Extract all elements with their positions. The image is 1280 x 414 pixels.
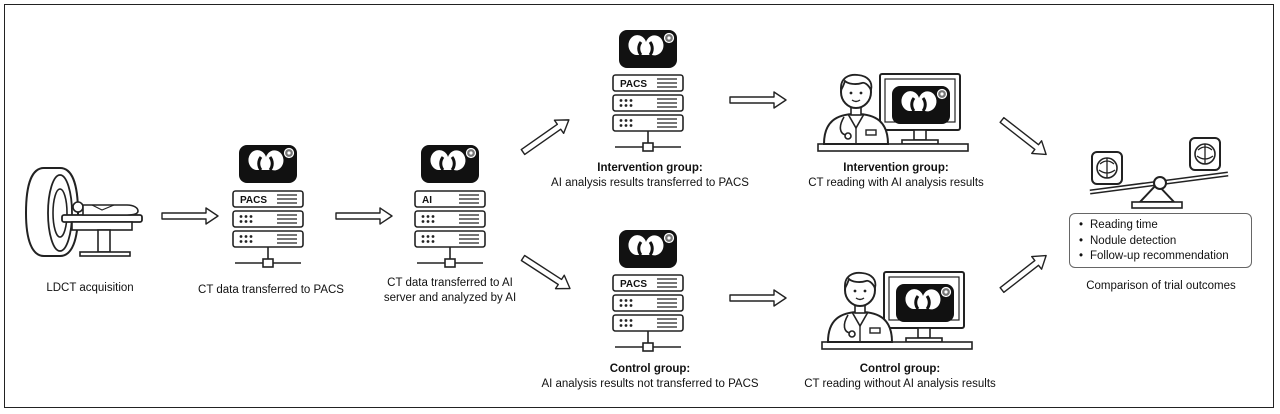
outcome-item: Nodule detection — [1079, 234, 1245, 250]
server-tag: PACS — [620, 79, 647, 90]
server-rack-icon — [612, 28, 684, 152]
ai-analysis-label: CT data transferred to AI server and ana… — [375, 276, 525, 306]
outcomes-box: Reading time Nodule detection Follow-up … — [1069, 213, 1252, 268]
control-reading-description: CT reading without AI analysis results — [804, 378, 996, 390]
intervention-reading-label: Intervention group: CT reading with AI a… — [786, 161, 1006, 191]
arrow-icon — [729, 289, 787, 307]
server-tag: PACS — [620, 279, 647, 290]
radiologist-icon — [821, 271, 973, 350]
ldct-acquisition-label: LDCT acquisition — [46, 282, 134, 294]
ai-analysis-label-line1: CT data transferred to AI — [387, 277, 513, 289]
control-reading-label: Control group: CT reading without AI ana… — [786, 362, 1014, 392]
arrow-icon — [335, 207, 393, 225]
outcome-item: Reading time — [1079, 218, 1245, 234]
arrow-icon — [517, 250, 576, 296]
arrow-icon — [996, 112, 1052, 162]
radiologist-icon — [817, 73, 969, 152]
control-transfer-label: Control group: AI analysis results not t… — [530, 362, 770, 392]
control-transfer-title: Control group: — [609, 363, 691, 375]
server-tag: PACS — [240, 195, 267, 206]
balance-scale-icon — [1089, 137, 1229, 209]
pacs-transfer-label: CT data transferred to PACS — [198, 284, 344, 296]
server-rack-icon — [232, 143, 304, 268]
intervention-reading-title: Intervention group: — [843, 162, 949, 174]
arrow-icon — [161, 207, 219, 225]
intervention-reading-description: CT reading with AI analysis results — [808, 177, 984, 189]
ai-analysis-label-line2: server and analyzed by AI — [383, 292, 517, 304]
intervention-transfer-title: Intervention group: — [597, 162, 703, 174]
monitor-icon — [890, 84, 952, 126]
arrow-icon — [996, 248, 1052, 298]
outcomes-list: Reading time Nodule detection Follow-up … — [1078, 218, 1245, 265]
diagram-frame — [4, 4, 1274, 408]
server-rack-icon — [612, 228, 684, 352]
arrow-icon — [729, 91, 787, 109]
ct-scanner-icon — [24, 167, 143, 257]
monitor-icon — [894, 282, 956, 324]
server-tag: AI — [422, 195, 432, 206]
outcome-item: Follow-up recommendation — [1079, 249, 1245, 265]
control-transfer-description: AI analysis results not transferred to P… — [541, 378, 759, 390]
server-rack-icon — [414, 143, 486, 268]
control-reading-title: Control group: — [859, 363, 941, 375]
intervention-transfer-label: Intervention group: AI analysis results … — [540, 161, 760, 191]
arrow-icon — [517, 112, 575, 160]
comparison-label: Comparison of trial outcomes — [1086, 280, 1236, 292]
intervention-transfer-description: AI analysis results transferred to PACS — [551, 177, 749, 189]
